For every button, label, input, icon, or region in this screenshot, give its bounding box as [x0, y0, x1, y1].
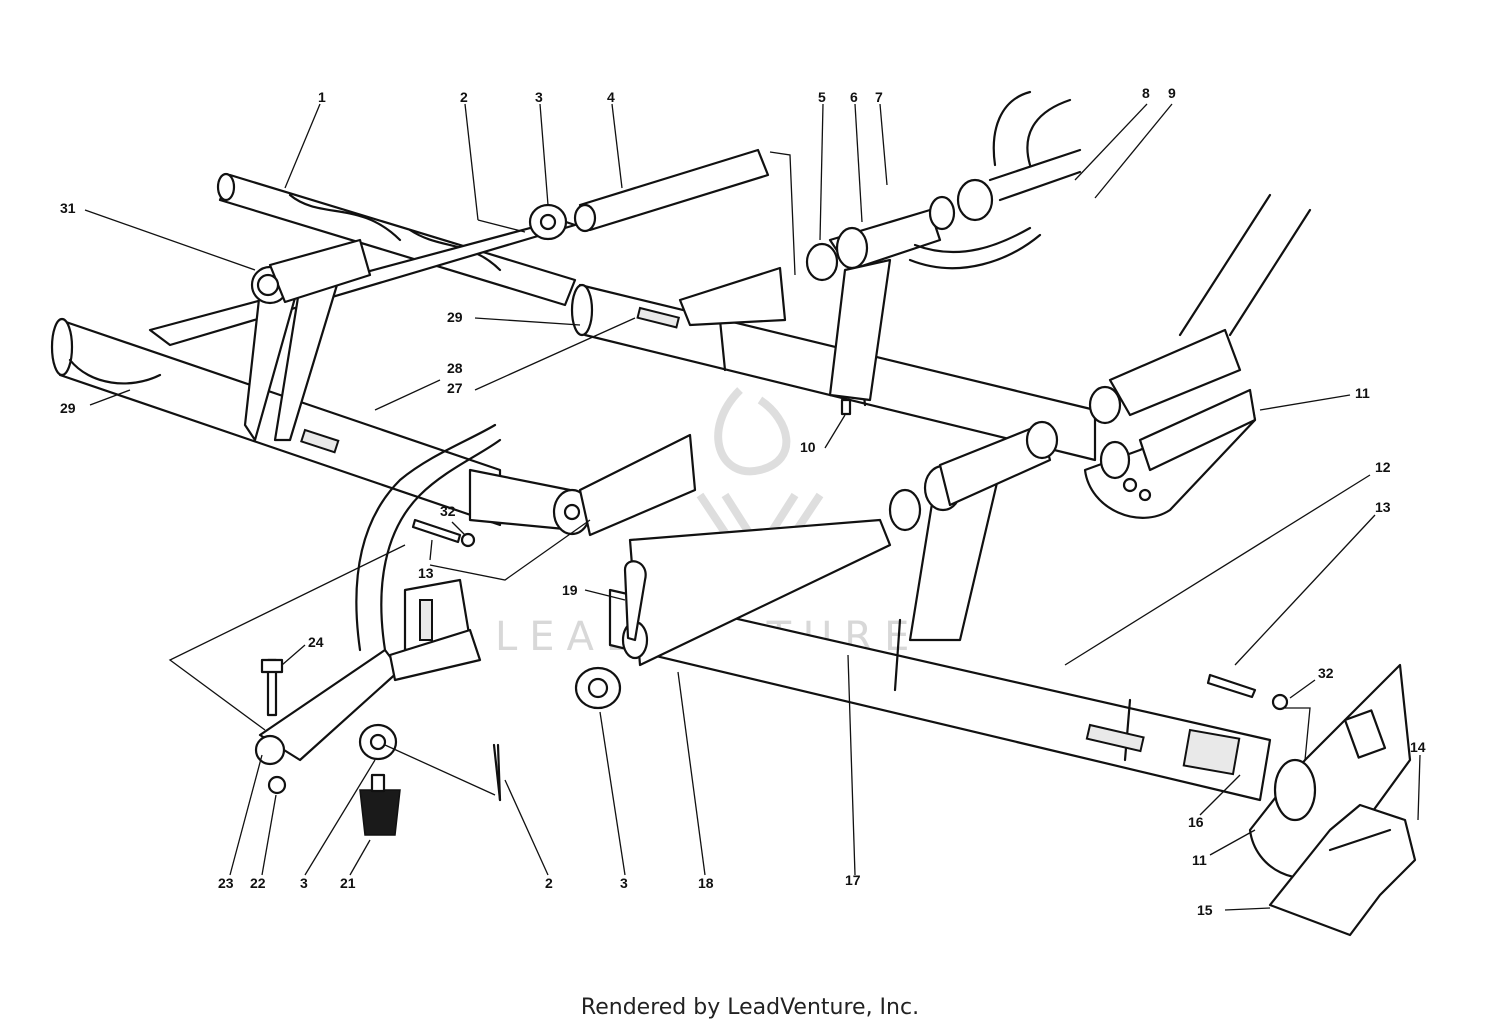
callout-16: 16	[1188, 814, 1204, 830]
callout-19: 19	[562, 582, 578, 598]
callout-7: 7	[875, 89, 883, 105]
callout-10: 10	[800, 439, 816, 455]
callout-14: 14	[1410, 739, 1426, 755]
callout-29-left: 29	[60, 400, 76, 416]
callout-22: 22	[250, 875, 266, 891]
callout-18: 18	[698, 875, 714, 891]
callout-3-lower: 3	[620, 875, 628, 891]
callout-4: 4	[607, 89, 615, 105]
leader-lines	[84, 103, 1421, 911]
callout-2-lower: 2	[545, 875, 553, 891]
callout-28: 28	[447, 360, 463, 376]
callout-6: 6	[850, 89, 858, 105]
callout-3: 3	[535, 89, 543, 105]
callout-15: 15	[1197, 902, 1213, 918]
callout-31: 31	[60, 200, 76, 216]
callout-1: 1	[318, 89, 326, 105]
callout-21: 21	[340, 875, 356, 891]
upper-frame	[50, 90, 1312, 527]
callout-11-lower: 11	[1192, 852, 1207, 868]
lower-frame	[254, 420, 1417, 937]
callout-13-left: 13	[418, 565, 434, 581]
callout-27: 27	[447, 380, 463, 396]
callout-labels: 1 2 3 4 5 6 7 8 9 31 29 29 28 27 10 11 1…	[60, 85, 1426, 918]
callout-5: 5	[818, 89, 826, 105]
callout-9: 9	[1168, 85, 1176, 101]
callout-32-left: 32	[440, 503, 456, 519]
callout-12: 12	[1375, 459, 1391, 475]
callout-11-top: 11	[1355, 385, 1370, 401]
callout-13-right: 13	[1375, 499, 1391, 515]
footer-credit: Rendered by LeadVenture, Inc.	[580, 995, 920, 1020]
callout-3-lower-left: 3	[300, 875, 308, 891]
callout-29-top: 29	[447, 309, 463, 325]
callout-24: 24	[308, 634, 324, 650]
callout-32-right: 32	[1318, 665, 1334, 681]
callout-8: 8	[1142, 85, 1150, 101]
callout-2: 2	[460, 89, 468, 105]
callout-23: 23	[218, 875, 234, 891]
callout-17: 17	[845, 872, 861, 888]
